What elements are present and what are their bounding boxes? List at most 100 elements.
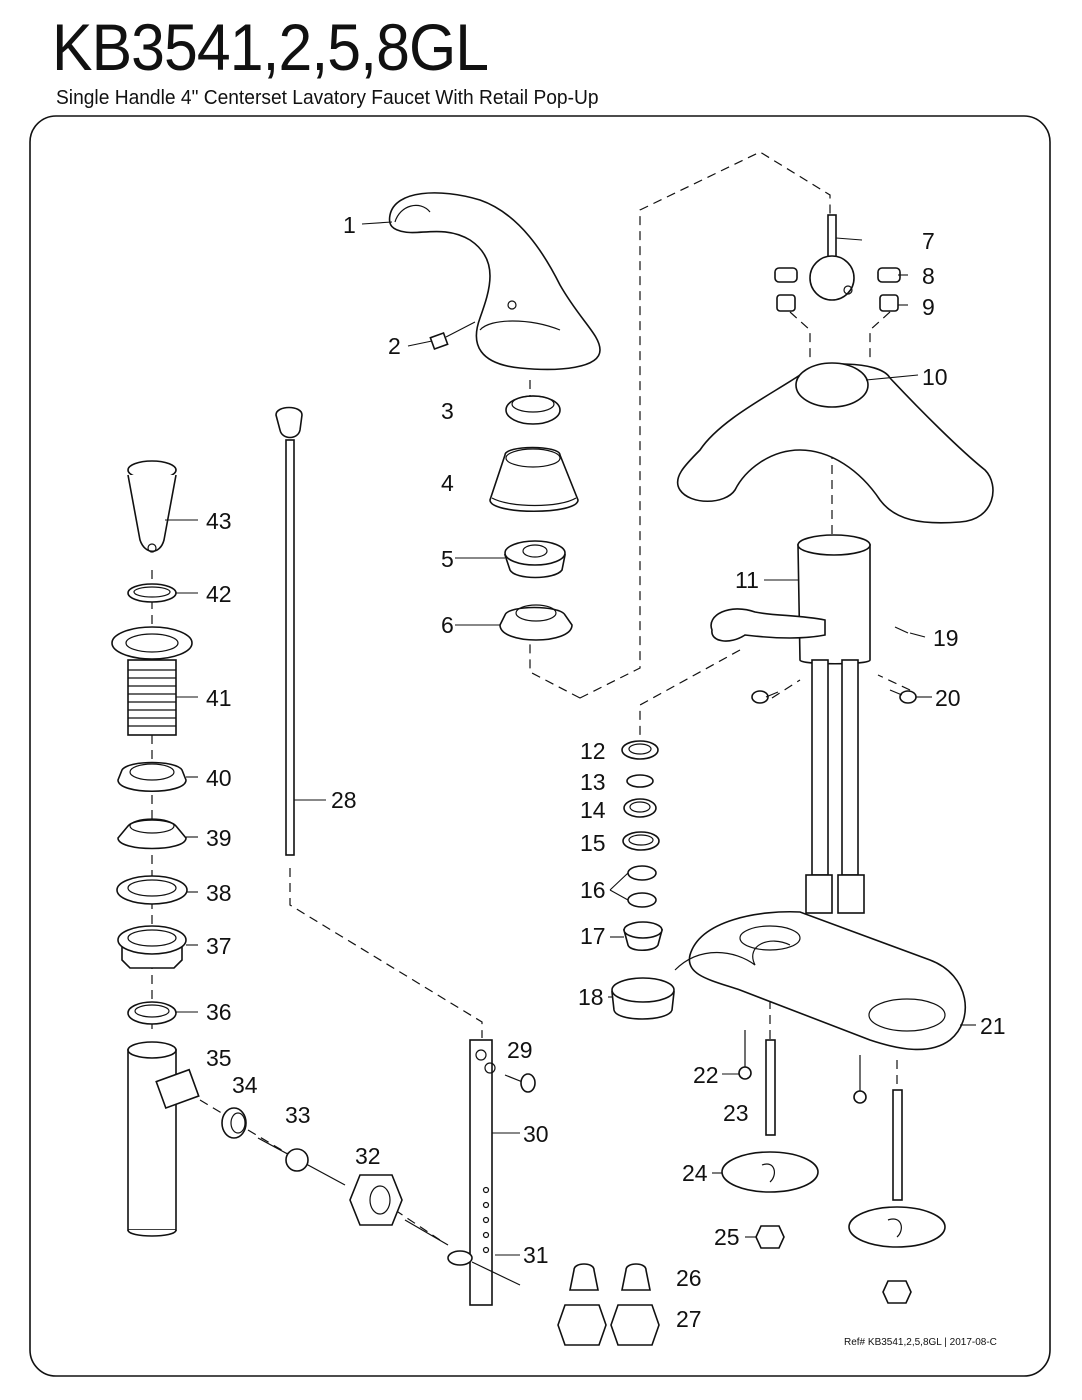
part-32-pivot-nut: [349, 1174, 403, 1226]
part-40-gasket: [117, 761, 187, 793]
part-label: 15: [580, 830, 606, 856]
part-13-disc: [626, 774, 654, 788]
part-label: 41: [206, 685, 232, 711]
connector-aerator: [639, 649, 741, 735]
part-43-pop-up-stopper: [127, 460, 177, 553]
part-label: 1: [343, 212, 356, 238]
part-label: 28: [331, 787, 357, 813]
part-22-screws: [738, 1030, 867, 1104]
part-37-body-nut: [117, 925, 187, 969]
part-label: 16: [580, 877, 606, 903]
part-25-nuts: [755, 1225, 912, 1304]
part-18-aerator-cap: [611, 977, 675, 1020]
part-15-ring: [622, 831, 660, 851]
connector-seats: [789, 311, 891, 360]
part-8-seats: [774, 267, 901, 283]
part-label: 31: [523, 1242, 549, 1268]
part-label: 14: [580, 797, 606, 823]
part-label: 4: [441, 470, 454, 496]
supply-hoses: [805, 659, 865, 914]
part-42-o-ring: [127, 583, 177, 603]
connector-screws: [771, 674, 911, 699]
part-3-ring: [505, 395, 561, 425]
part-label: 12: [580, 738, 606, 764]
part-2-set-screw: [429, 331, 449, 351]
part-label: 5: [441, 546, 454, 572]
connector-handle-to-cartridge: [529, 151, 831, 699]
part-33-pivot-rod: [257, 1137, 449, 1246]
diagram-frame: [29, 115, 1051, 1377]
part-7-cartridge: [809, 214, 855, 301]
part-label: 43: [206, 508, 232, 534]
part-9-springs: [776, 294, 899, 312]
part-24-mounting-washers: [721, 1151, 946, 1248]
product-description: Single Handle 4" Centerset Lavatory Fauc…: [56, 87, 599, 109]
part-label: 30: [523, 1121, 549, 1147]
part-label: 2: [388, 333, 401, 359]
part-label: 3: [441, 398, 454, 424]
part-26-sleeves: [569, 1263, 651, 1291]
part-label: 35: [206, 1045, 232, 1071]
part-label: 32: [355, 1143, 381, 1169]
part-23-threaded-rods: [765, 1039, 903, 1201]
part-12-washer: [621, 740, 659, 760]
part-21-base-plate: [674, 910, 966, 1051]
part-label: 23: [723, 1100, 749, 1126]
part-20-screws: [751, 689, 917, 704]
part-label: 19: [933, 625, 959, 651]
part-label: 21: [980, 1013, 1006, 1039]
part-4-bonnet-cap: [489, 446, 579, 512]
part-label: 36: [206, 999, 232, 1025]
part-36-washer: [127, 1001, 177, 1025]
part-label: 39: [206, 825, 232, 851]
part-label: 20: [935, 685, 961, 711]
leader-lines: [165, 221, 976, 1256]
part-19-pin: [894, 626, 909, 634]
part-label: 18: [578, 984, 604, 1010]
part-28-lift-rod: [275, 406, 303, 856]
part-27-coupling-nuts: [557, 1304, 660, 1346]
part-11-valve-body: [710, 534, 871, 665]
part-38-washer: [116, 875, 188, 905]
part-label: 17: [580, 923, 606, 949]
connector-pivot: [199, 1099, 441, 1241]
part-34-pivot-washer: [221, 1107, 247, 1139]
part-10-body-cover: [676, 362, 994, 524]
part-label: 7: [922, 228, 935, 254]
part-35-tailpiece: [127, 1041, 200, 1237]
part-label: 8: [922, 263, 935, 289]
connector-lift-rod: [289, 868, 483, 1038]
part-labels: 1 2 3 4 5 6 7 8 9 10 11 12 13 14 15 16 1…: [206, 212, 1006, 1332]
part-label: 26: [676, 1265, 702, 1291]
part-31-spring-clip: [447, 1250, 521, 1286]
part-6-base-washer: [499, 604, 573, 641]
reference-number: Ref# KB3541,2,5,8GL | 2017-08-C: [844, 1337, 997, 1348]
part-17-aerator-housing: [622, 921, 664, 952]
part-label: 24: [682, 1160, 708, 1186]
part-label: 42: [206, 581, 232, 607]
part-16-screens: [627, 865, 657, 908]
part-label: 40: [206, 765, 232, 791]
part-14-insert: [623, 798, 657, 818]
part-label: 38: [206, 880, 232, 906]
part-label: 9: [922, 294, 935, 320]
part-1-handle: [388, 192, 601, 371]
part-label: 10: [922, 364, 948, 390]
part-5-adapter: [503, 540, 566, 579]
model-number-title: KB3541,2,5,8GL: [52, 10, 489, 84]
part-label: 13: [580, 769, 606, 795]
part-label: 6: [441, 612, 454, 638]
part-label: 34: [232, 1072, 258, 1098]
part-30-lift-strap: [469, 1039, 496, 1306]
part-29-thumb-screw: [504, 1073, 536, 1093]
part-label: 11: [735, 567, 759, 593]
part-41-drain-body: [111, 626, 193, 736]
part-label: 25: [714, 1224, 740, 1250]
part-39-gasket: [117, 818, 187, 850]
part-label: 22: [693, 1062, 719, 1088]
part-label: 29: [507, 1037, 533, 1063]
part-label: 37: [206, 933, 232, 959]
part-label: 33: [285, 1102, 311, 1128]
part-label: 27: [676, 1306, 702, 1332]
